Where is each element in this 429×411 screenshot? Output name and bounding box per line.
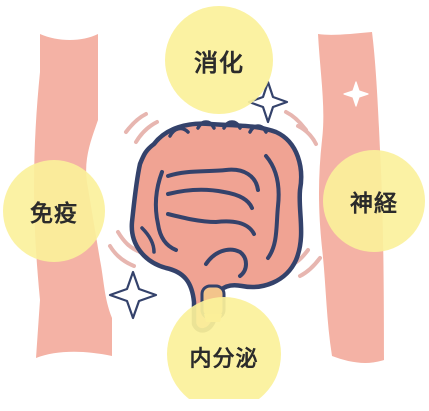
intestine-network-illustration: 消化 免疫 神経 内分泌 [0, 0, 429, 399]
endocrine-label: 内分泌 [189, 341, 258, 373]
immunity-label: 免疫 [30, 194, 78, 228]
digestion-bubble: 消化 [165, 6, 273, 114]
digestion-label: 消化 [194, 43, 244, 78]
endocrine-bubble: 内分泌 [167, 297, 281, 411]
nerve-label: 神経 [350, 184, 398, 218]
sparkle-icon [110, 272, 156, 318]
nerve-bubble: 神経 [323, 150, 425, 252]
immunity-bubble: 免疫 [3, 160, 105, 262]
